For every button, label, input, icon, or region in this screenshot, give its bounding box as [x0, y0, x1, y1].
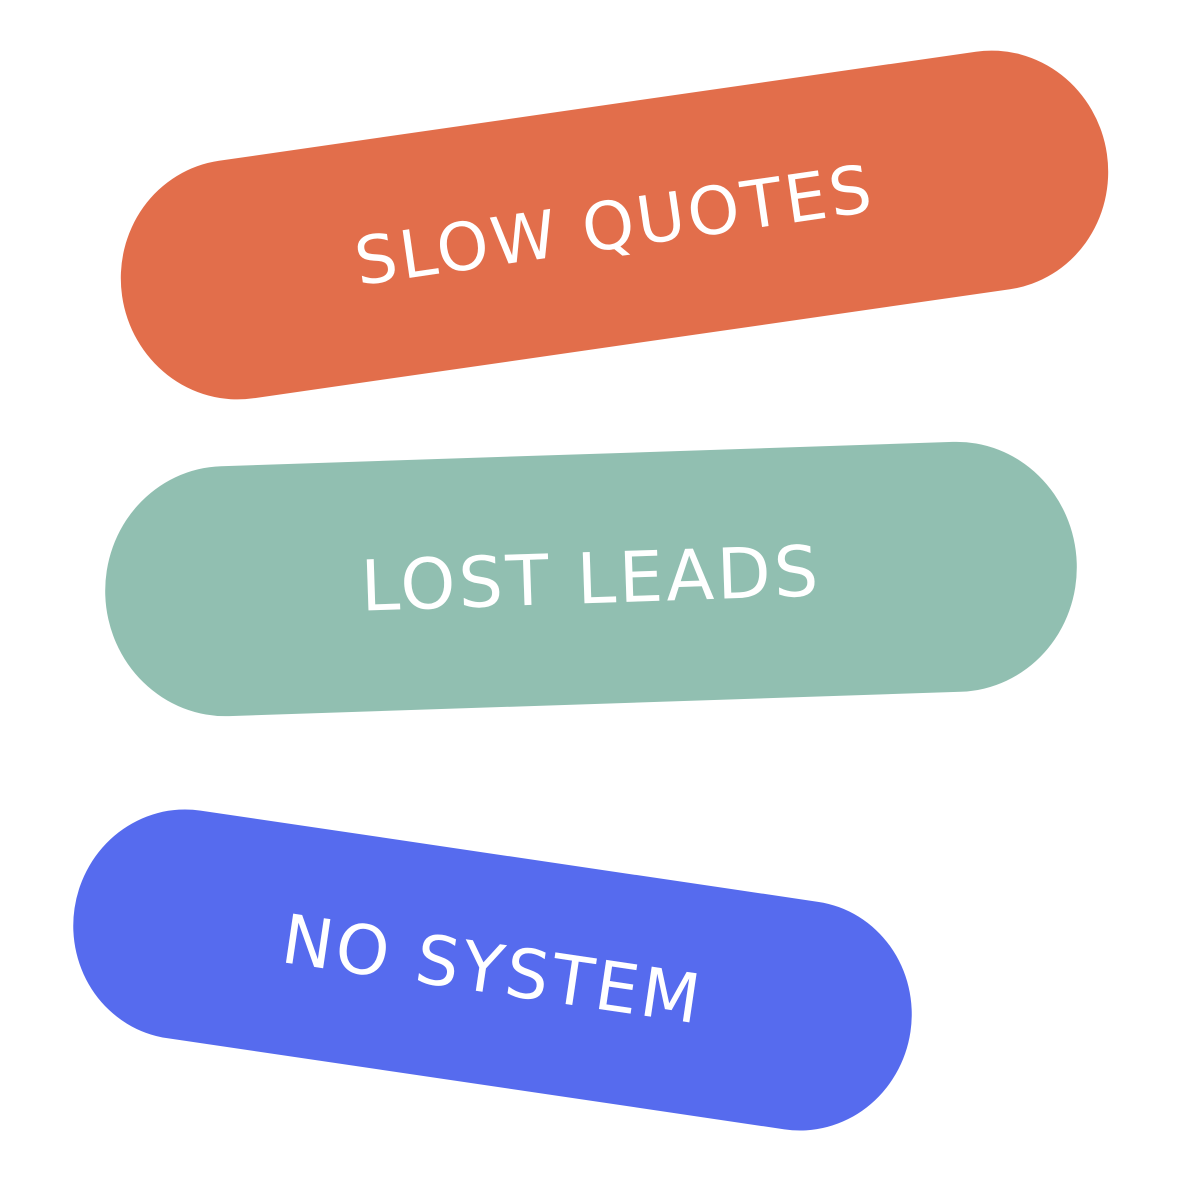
pill-no-system: NO SYSTEM — [57, 794, 928, 1146]
pill-label: LOST LEADS — [359, 530, 823, 628]
pill-lost-leads: LOST LEADS — [101, 437, 1081, 721]
pill-slow-quotes: SLOW QUOTES — [104, 35, 1125, 415]
pill-label: NO SYSTEM — [276, 899, 709, 1041]
pill-label: SLOW QUOTES — [349, 149, 880, 301]
